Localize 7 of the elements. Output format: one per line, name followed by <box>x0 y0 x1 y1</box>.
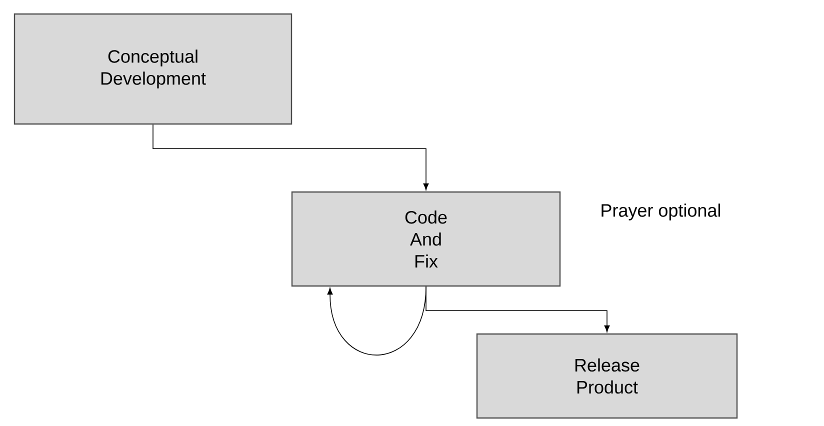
arrow <box>152 124 429 190</box>
process-box: Conceptual Development <box>14 13 292 125</box>
arrow <box>426 286 610 332</box>
arrow <box>327 286 426 356</box>
process-box: Release Product <box>476 333 738 419</box>
process-box: Code And Fix <box>291 191 561 287</box>
note: Prayer optional <box>602 204 720 220</box>
